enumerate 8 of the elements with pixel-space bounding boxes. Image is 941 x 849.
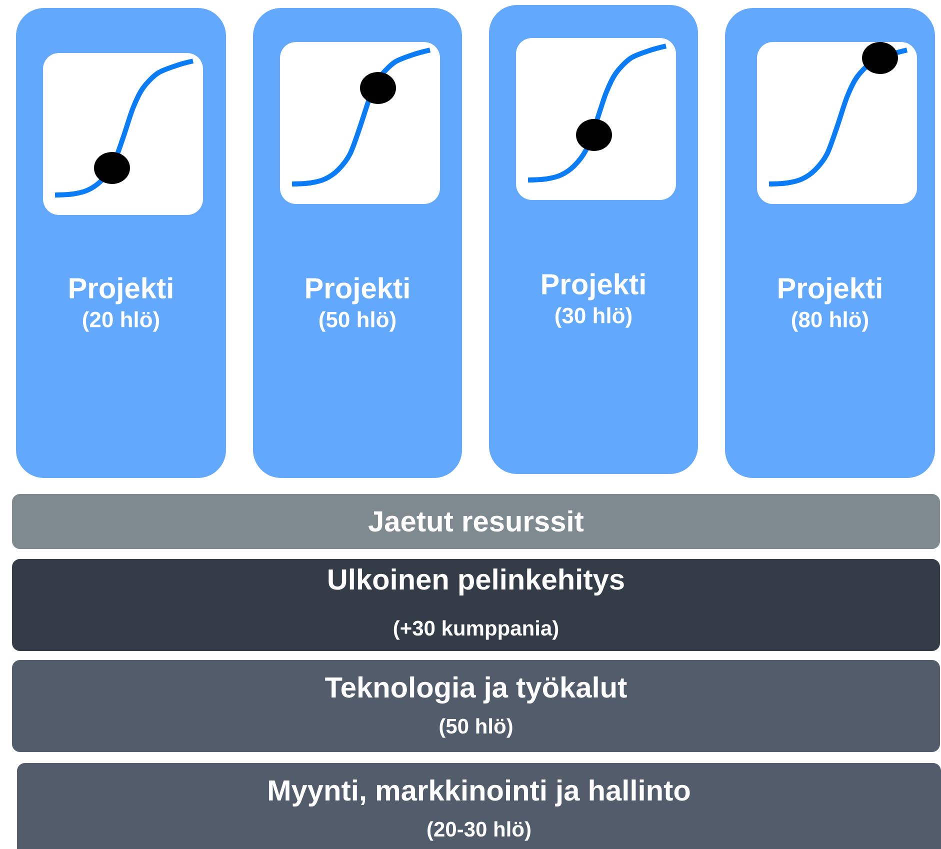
layer-band: Jaetut resurssit xyxy=(12,494,940,549)
project-card: Projekti (50 hlö) xyxy=(253,8,462,478)
layer-band: Myynti, markkinointi ja hallinto (20-30 hlö) xyxy=(17,763,941,849)
layer-band: Ulkoinen pelinkehitys (+30 kumppania) xyxy=(12,559,940,651)
project-card: Projekti (20 hlö) xyxy=(16,8,226,478)
project-card: Projekti (30 hlö) xyxy=(489,5,698,474)
layer-band: Teknologia ja työkalut (50 hlö) xyxy=(12,660,940,752)
project-card: Projekti (80 hlö) xyxy=(725,8,936,478)
